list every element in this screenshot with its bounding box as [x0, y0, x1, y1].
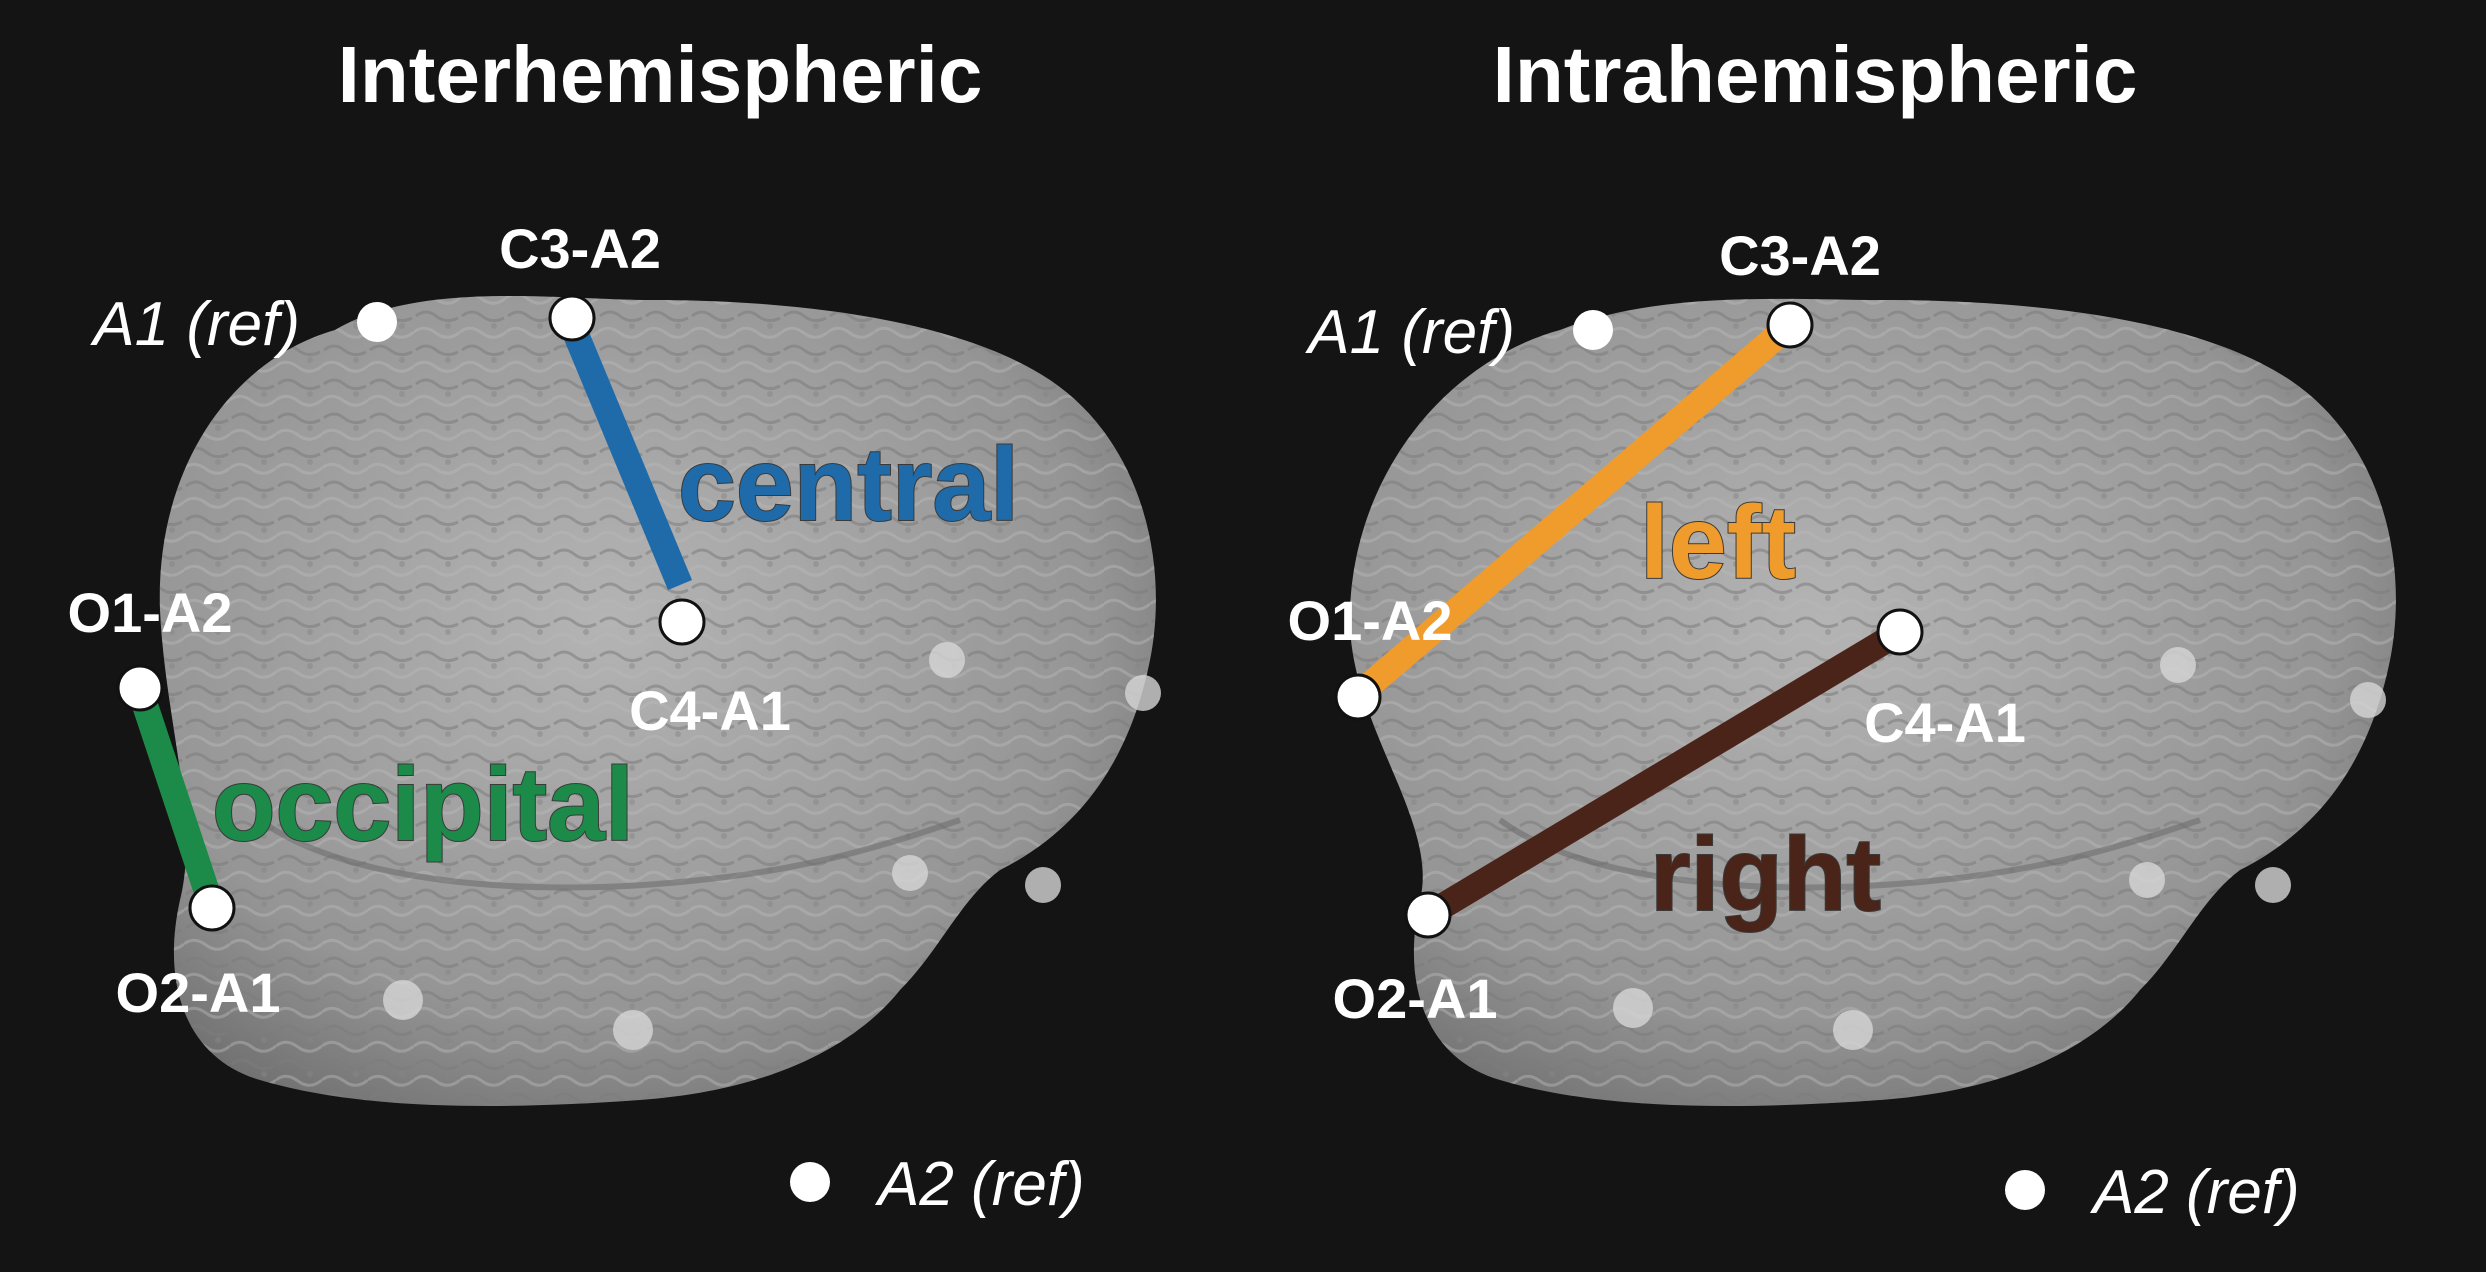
connection-occipital: occipital — [127, 685, 635, 915]
reference-label: A1 (ref) — [1304, 298, 1515, 367]
reference-a1: A1 (ref) — [89, 290, 397, 359]
region-label-right: right — [1650, 817, 1881, 933]
brain-image — [159, 296, 1156, 1106]
connection-right: right — [1421, 623, 1902, 934]
inactive-electrode-sites — [1613, 647, 2386, 1050]
electrode-c4-a1: C4-A1 — [1864, 608, 2026, 754]
electrode-o1-a2: O1-A2 — [68, 581, 233, 712]
electrode-label: C4-A1 — [1864, 691, 2026, 754]
electrode-c3-a2: C3-A2 — [1719, 224, 1881, 349]
electrode-label: O2-A1 — [1333, 967, 1498, 1030]
reference-label: A2 (ref) — [2089, 1158, 2300, 1227]
electrode-label: C4-A1 — [629, 679, 791, 742]
electrode-o2-a1: O2-A1 — [116, 884, 281, 1024]
electrode-o1-a2: O1-A2 — [1288, 589, 1453, 721]
panel-intrahemispheric: Intrahemispheric left right C3-A2 — [1288, 30, 2396, 1227]
reference-a2: A2 (ref) — [790, 1150, 1085, 1219]
region-label-occipital: occipital — [212, 747, 634, 863]
panel-interhemispheric: Interhemispheric central occipital C3-A2 — [68, 30, 1161, 1219]
region-label-left: left — [1640, 485, 1796, 601]
panel-title: Interhemispheric — [338, 30, 983, 119]
electrode-label: C3-A2 — [499, 217, 661, 280]
electrode-label: O2-A1 — [116, 961, 281, 1024]
electrode-label: C3-A2 — [1719, 224, 1881, 287]
brain-image — [1349, 298, 2396, 1106]
panel-title: Intrahemispheric — [1493, 30, 2138, 119]
connection-central: central — [557, 315, 1020, 590]
electrode-c4-a1: C4-A1 — [629, 598, 791, 742]
reference-a2: A2 (ref) — [2005, 1158, 2300, 1227]
electrode-label: O1-A2 — [68, 581, 233, 644]
electrode-o2-a1: O2-A1 — [1333, 891, 1498, 1030]
reference-a1: A1 (ref) — [1304, 298, 1613, 367]
inactive-electrode-sites — [383, 642, 1161, 1050]
connection-left: left — [1349, 315, 1799, 705]
reference-label: A2 (ref) — [874, 1150, 1085, 1219]
region-label-central: central — [678, 427, 1019, 543]
electrode-label: O1-A2 — [1288, 589, 1453, 652]
reference-label: A1 (ref) — [89, 290, 300, 359]
electrode-c3-a2: C3-A2 — [499, 217, 661, 342]
